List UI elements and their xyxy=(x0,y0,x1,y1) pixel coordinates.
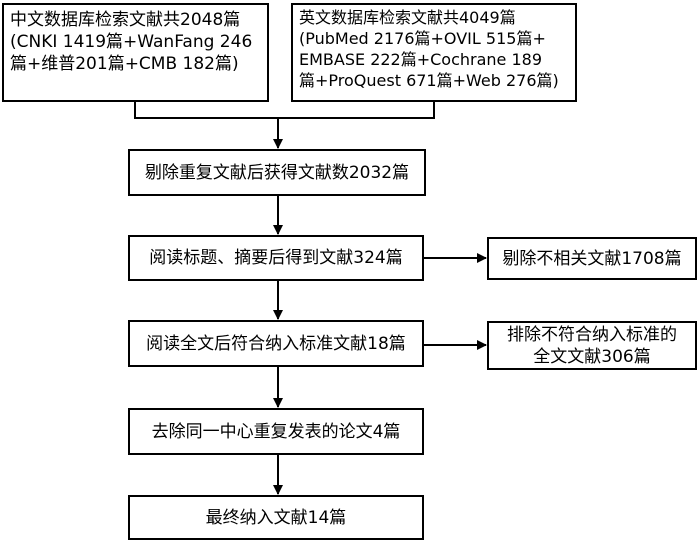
step-dedup: 剔除重复文献后获得文献数2032篇 xyxy=(128,149,426,196)
exclusion-nonqualifying-line: 排除不符合纳入标准的 xyxy=(507,324,677,345)
source-en-line: 英文数据库检索文献共4049篇 xyxy=(299,8,516,27)
source-cn-line: (CNKI 1419篇+WanFang 246 xyxy=(10,32,253,52)
source-box-chinese: 中文数据库检索文献共2048篇 (CNKI 1419篇+WanFang 246 … xyxy=(2,3,269,102)
step-remove-duplicates: 去除同一中心重复发表的论文4篇 xyxy=(128,408,424,455)
source-box-english: 英文数据库检索文献共4049篇 (PubMed 2176篇+OVIL 515篇+… xyxy=(291,3,577,102)
source-cn-line: 中文数据库检索文献共2048篇 xyxy=(10,10,241,30)
source-en-line: 篇+ProQuest 671篇+Web 276篇) xyxy=(299,71,559,90)
step-title-abstract: 阅读标题、摘要后得到文献324篇 xyxy=(128,235,424,281)
step-dedup-label: 剔除重复文献后获得文献数2032篇 xyxy=(144,162,410,183)
step-final: 最终纳入文献14篇 xyxy=(128,495,424,540)
exclusion-irrelevant-label: 剔除不相关文献1708篇 xyxy=(502,248,682,269)
source-en-line: EMBASE 222篇+Cochrane 189 xyxy=(299,50,543,69)
step-fulltext: 阅读全文后符合纳入标准文献18篇 xyxy=(128,320,424,367)
step-remove-duplicates-label: 去除同一中心重复发表的论文4篇 xyxy=(151,421,401,442)
source-cn-line: 篇+维普201篇+CMB 182篇) xyxy=(10,54,239,74)
step-title-abstract-label: 阅读标题、摘要后得到文献324篇 xyxy=(149,248,403,268)
step-final-label: 最终纳入文献14篇 xyxy=(205,507,347,528)
exclusion-nonqualifying: 排除不符合纳入标准的 全文文献306篇 xyxy=(487,321,697,370)
exclusion-nonqualifying-line: 全文文献306篇 xyxy=(533,346,651,367)
step-fulltext-label: 阅读全文后符合纳入标准文献18篇 xyxy=(146,333,406,354)
exclusion-irrelevant: 剔除不相关文献1708篇 xyxy=(487,237,697,280)
source-en-line: (PubMed 2176篇+OVIL 515篇+ xyxy=(299,29,546,48)
